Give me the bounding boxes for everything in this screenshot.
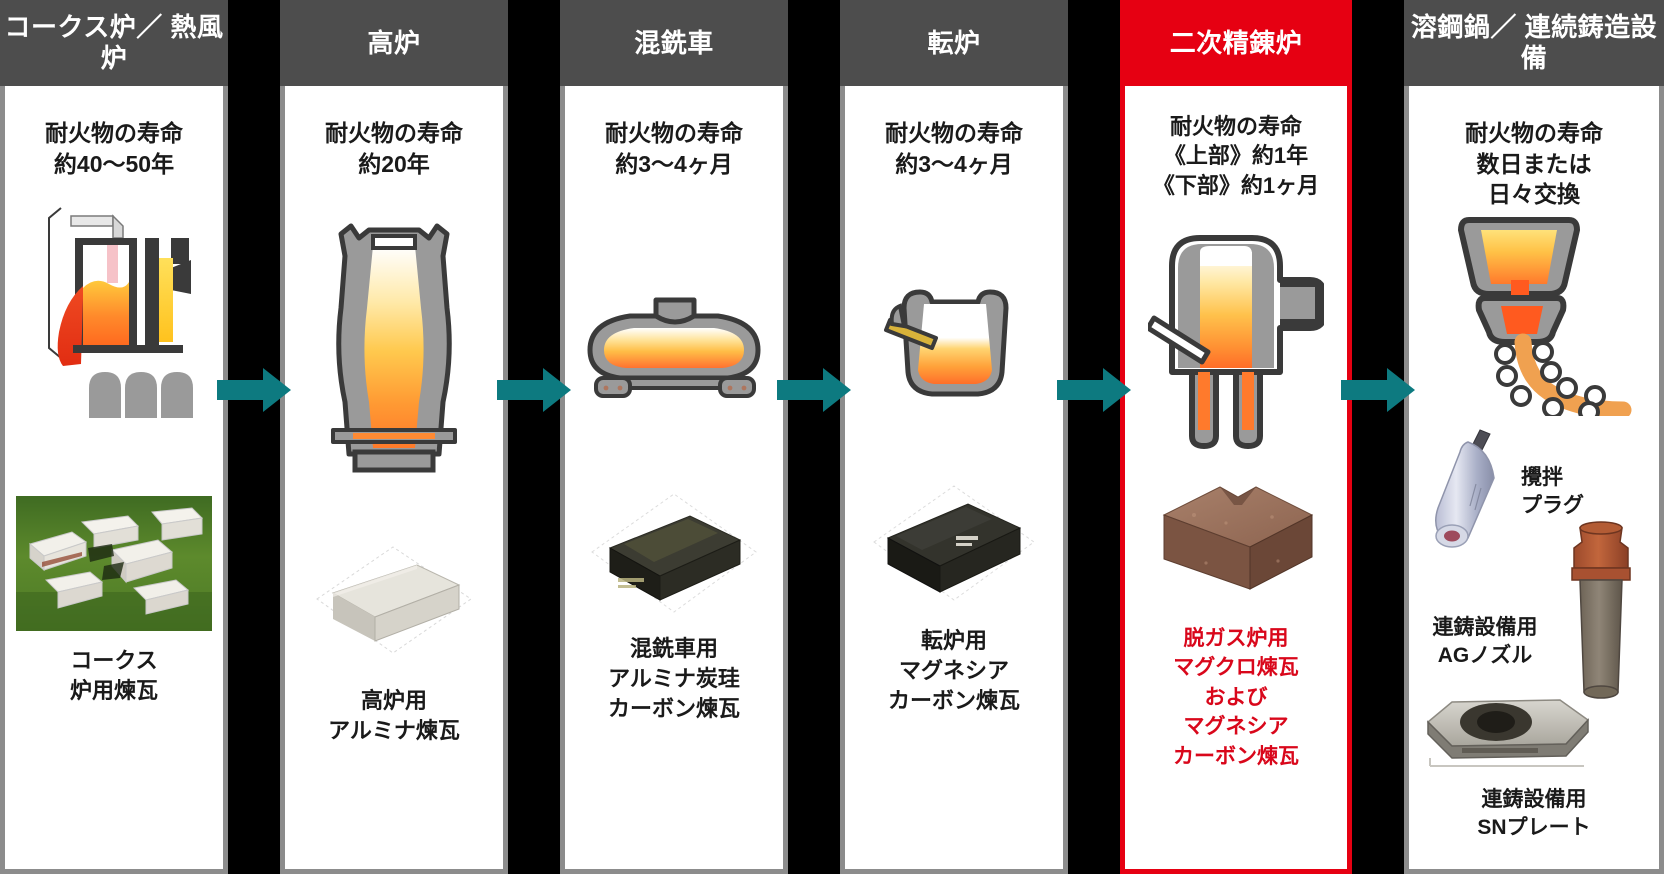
torpedo-car-icon — [565, 294, 783, 404]
process-step-blast-furnace[interactable]: 高炉 耐火物の寿命 約20年 — [280, 0, 508, 874]
step-header-converter: 転炉 — [840, 0, 1068, 86]
lifespan-converter: 耐火物の寿命 約3〜4ヶ月 — [885, 120, 1023, 177]
stirring-plug-photo — [1417, 426, 1527, 556]
lifespan-torpedo-car: 耐火物の寿命 約3〜4ヶ月 — [605, 120, 743, 177]
product-caption-torpedo-car: 混銑車用 アルミナ炭珪 カーボン煉瓦 — [607, 636, 740, 721]
sn-plate-photo — [1415, 686, 1599, 776]
connector-gap-3 — [777, 0, 851, 874]
product-caption-coke-oven: コークス 炉用煉瓦 — [69, 648, 158, 703]
alumina-carbon-brick-photo — [565, 486, 783, 621]
arrow-right-icon-4 — [1057, 368, 1131, 412]
arrow-right-icon-5 — [1341, 368, 1415, 412]
process-step-secondary-refining[interactable]: 二次精錬炉 耐火物の寿命 《上部》約1年 《下部》約1ヶ月 — [1120, 0, 1352, 874]
rh-degasser-icon — [1125, 222, 1347, 452]
connector-gap-5 — [1341, 0, 1415, 874]
step-header-torpedo-car: 混銑車 — [560, 0, 788, 86]
lifespan-continuous-casting: 耐火物の寿命 数日または 日々交換 — [1465, 120, 1603, 208]
step-body-blast-furnace: 耐火物の寿命 約20年 — [280, 86, 508, 874]
coke-oven-brick-photo — [5, 496, 223, 631]
process-step-torpedo-car[interactable]: 混銑車 耐火物の寿命 約3〜4ヶ月 — [560, 0, 788, 874]
step-header-continuous-casting: 溶鋼鍋／ 連続鋳造設備 — [1404, 0, 1664, 86]
arrow-right-icon-1 — [217, 368, 291, 412]
connector-gap-1 — [217, 0, 291, 874]
step-header-secondary-refining: 二次精錬炉 — [1120, 0, 1352, 86]
ag-nozzle-photo — [1553, 516, 1649, 706]
product-caption-sn-plate: 連鋳設備用 SNプレート — [1477, 788, 1591, 840]
product-caption-converter: 転炉用 マグネシア カーボン煉瓦 — [887, 628, 1020, 713]
converter-icon — [845, 276, 1063, 406]
lifespan-coke-oven: 耐火物の寿命 約40〜50年 — [45, 120, 183, 177]
step-body-secondary-refining: 耐火物の寿命 《上部》約1年 《下部》約1ヶ月 — [1120, 86, 1352, 874]
continuous-casting-icon — [1409, 206, 1659, 416]
product-caption-secondary-refining: 脱ガス炉用 マグクロ煉瓦 および マグネシア カーボン煉瓦 — [1173, 627, 1299, 768]
magchrome-brick-photo — [1125, 471, 1347, 601]
blast-furnace-icon — [285, 216, 503, 476]
lifespan-blast-furnace: 耐火物の寿命 約20年 — [325, 120, 463, 177]
step-header-coke-oven: コークス炉／ 熱風炉 — [0, 0, 228, 86]
process-step-continuous-casting[interactable]: 溶鋼鍋／ 連続鋳造設備 耐火物の寿命 数日または 日々交換 — [1404, 0, 1664, 874]
alumina-brick-photo — [285, 541, 503, 661]
step-body-coke-oven: 耐火物の寿命 約40〜50年 — [0, 86, 228, 874]
product-caption-stirring-plug: 攪拌 プラグ — [1521, 466, 1584, 517]
product-caption-ag-nozzle: 連鋳設備用 AGノズル — [1432, 616, 1538, 667]
magnesia-carbon-brick-photo — [845, 476, 1063, 611]
step-body-torpedo-car: 耐火物の寿命 約3〜4ヶ月 — [560, 86, 788, 874]
lifespan-secondary-refining: 耐火物の寿命 《上部》約1年 《下部》約1ヶ月 — [1152, 114, 1320, 198]
process-step-coke-oven[interactable]: コークス炉／ 熱風炉 耐火物の寿命 約40〜50年 — [0, 0, 228, 874]
step-body-converter: 耐火物の寿命 約3〜4ヶ月 — [840, 86, 1068, 874]
step-header-blast-furnace: 高炉 — [280, 0, 508, 86]
connector-gap-2 — [497, 0, 571, 874]
step-body-continuous-casting: 耐火物の寿命 数日または 日々交換 — [1404, 86, 1664, 874]
arrow-right-icon-2 — [497, 368, 571, 412]
process-step-converter[interactable]: 転炉 耐火物の寿命 約3〜4ヶ月 — [840, 0, 1068, 874]
arrow-right-icon-3 — [777, 368, 851, 412]
coke-oven-and-hot-stove-icon — [5, 198, 223, 418]
connector-gap-4 — [1057, 0, 1131, 874]
product-caption-blast-furnace: 高炉用 アルミナ煉瓦 — [328, 688, 460, 743]
